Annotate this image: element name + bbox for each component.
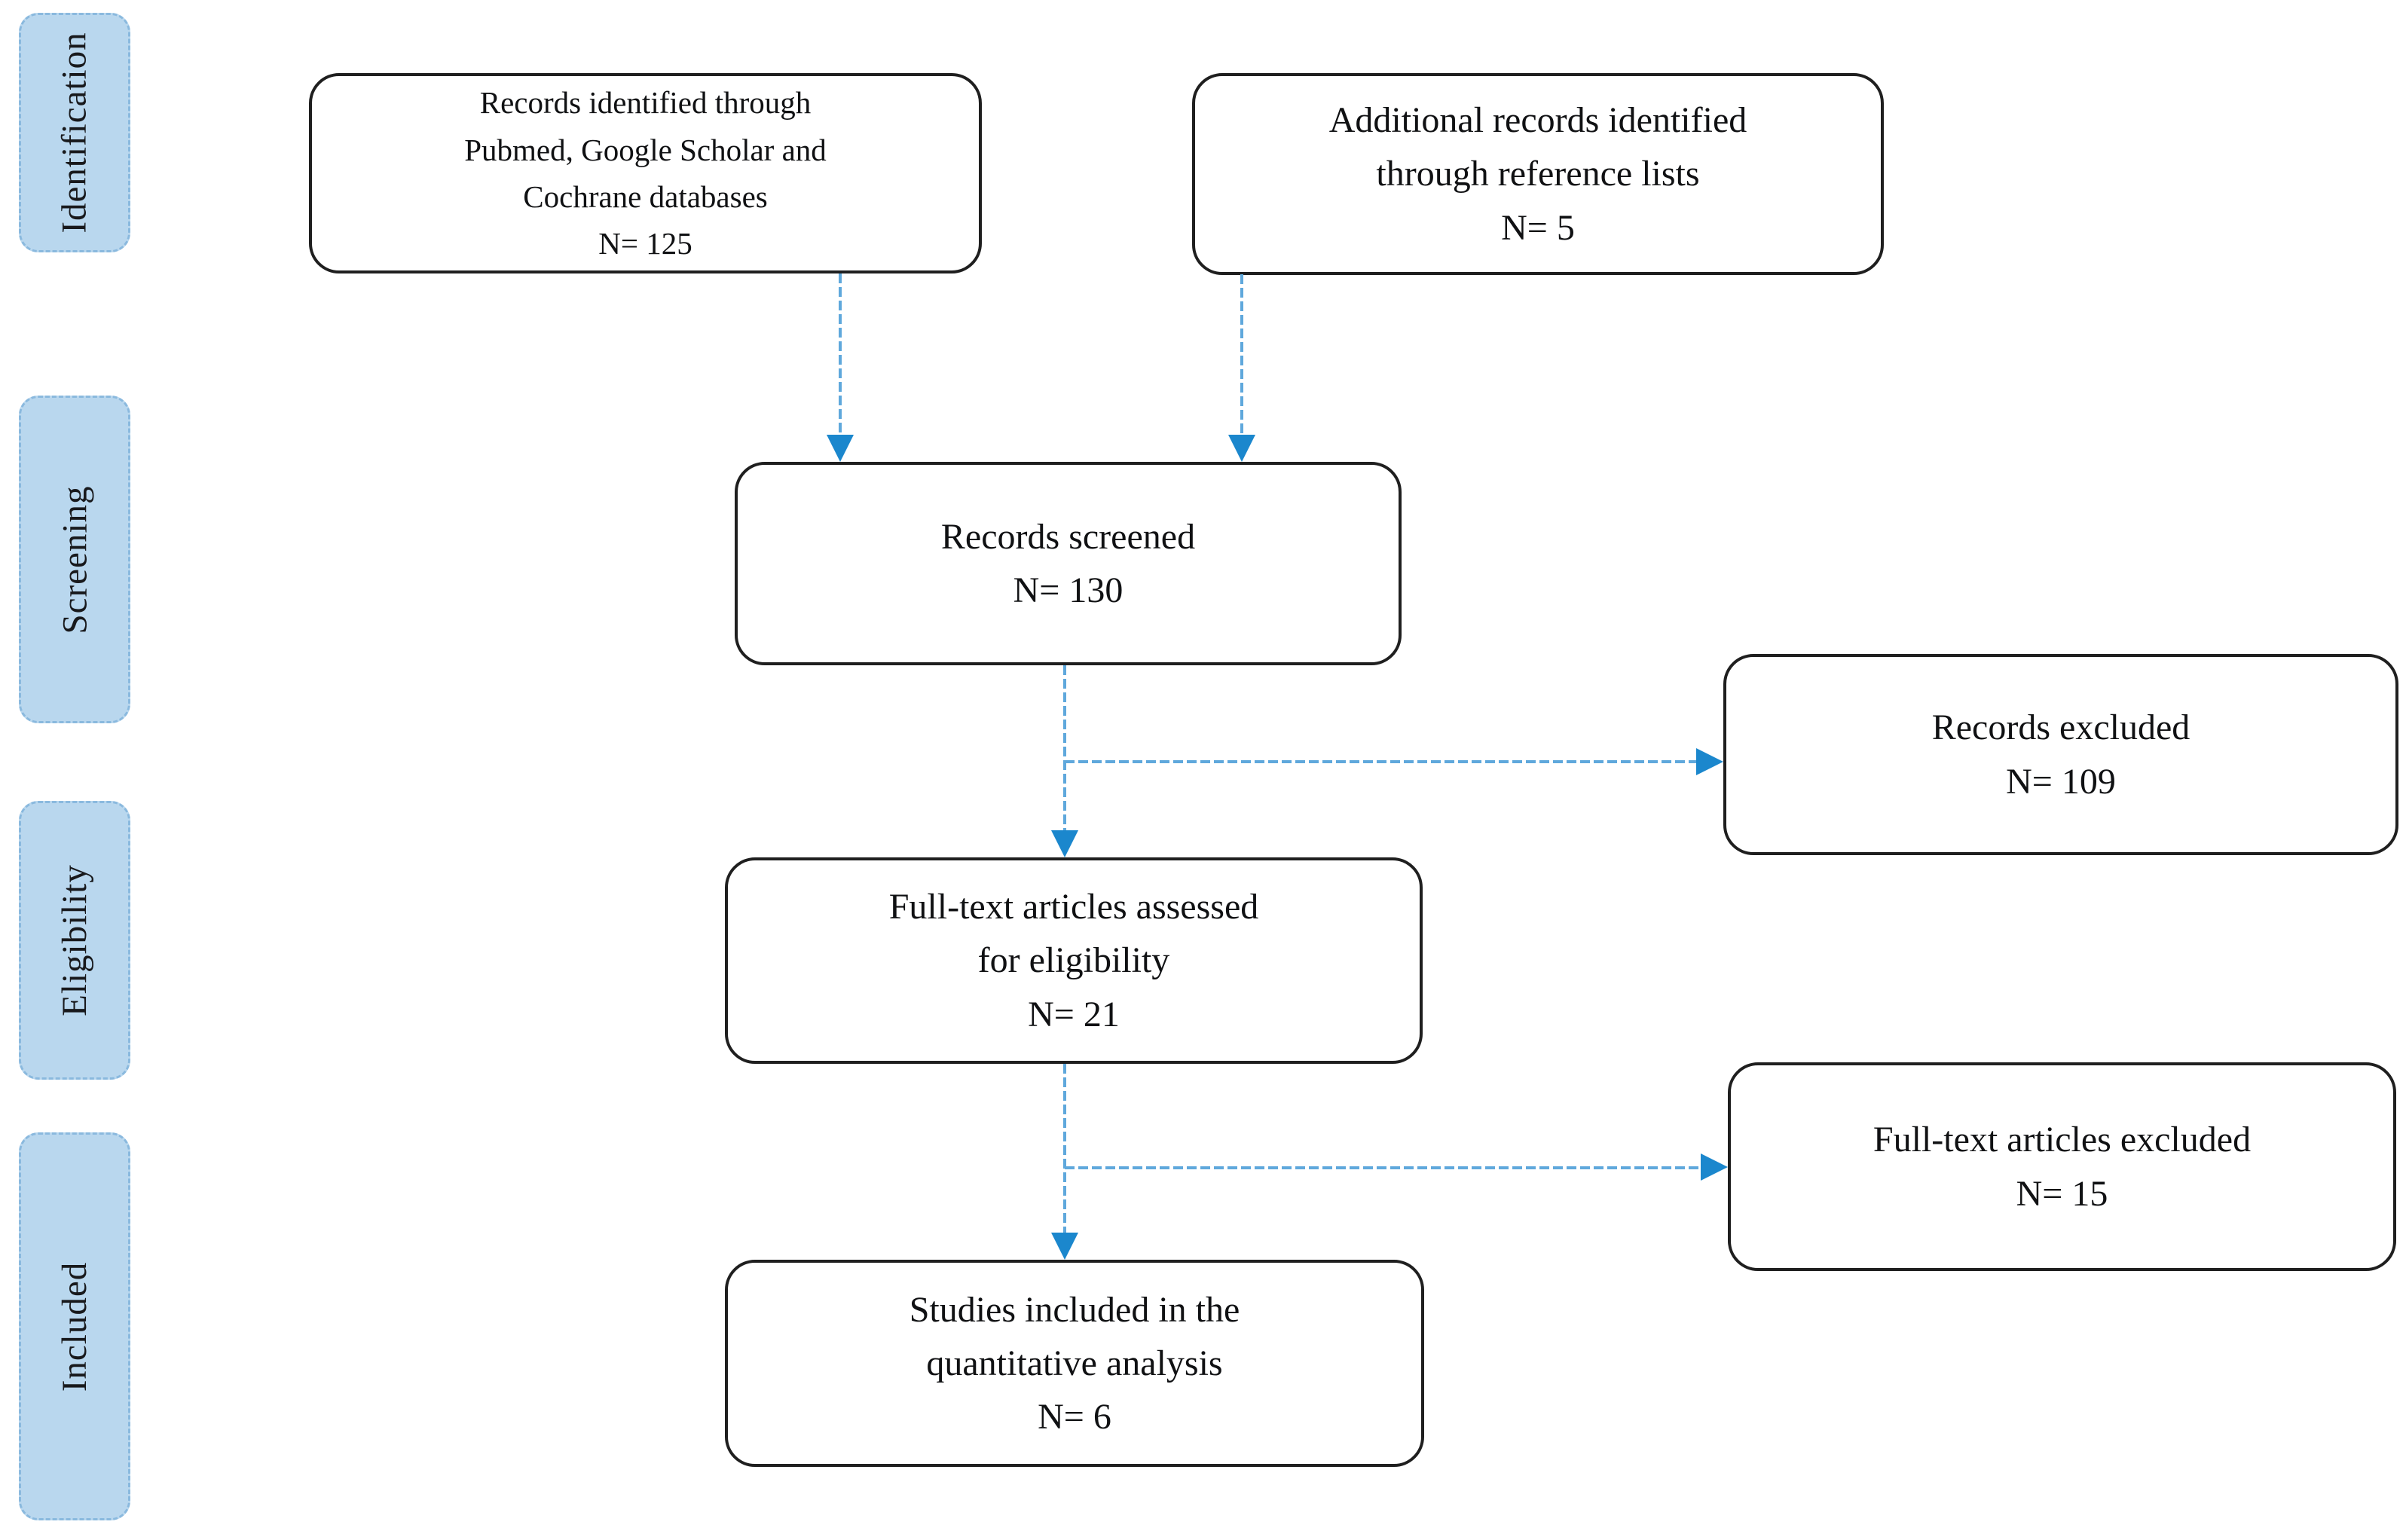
arrow-screened-to-assessed-line <box>1063 665 1066 830</box>
stage-label-text: Identification <box>55 32 94 234</box>
stage-label-eligibility: Eligibility <box>19 801 130 1080</box>
stage-label-screening: Screening <box>19 396 130 723</box>
flow-box-studies-included: Studies included in the quantitative ana… <box>725 1260 1424 1467</box>
arrow-additional-to-screened-head-icon <box>1228 435 1255 462</box>
stage-label-text: Eligibility <box>55 864 94 1016</box>
arrow-assessed-to-included-line <box>1063 1064 1066 1233</box>
arrow-screened-to-excluded-line <box>1065 760 1698 763</box>
flow-box-text: Additional records identified through re… <box>1328 100 1747 248</box>
arrow-identified-to-screened-head-icon <box>827 435 854 462</box>
flow-box-text: Records screened N= 130 <box>940 516 1196 610</box>
arrow-assessed-to-included-head-icon <box>1051 1233 1078 1260</box>
arrow-screened-to-assessed-head-icon <box>1051 830 1078 857</box>
flow-box-text: Records excluded N= 109 <box>1931 707 2190 802</box>
stage-label-text: Screening <box>55 485 94 634</box>
flow-box-text: Full-text articles assessed for eligibil… <box>888 887 1259 1034</box>
flow-box-text: Records identified through Pubmed, Googl… <box>464 85 827 261</box>
flow-box-fulltext-excluded: Full-text articles excluded N= 15 <box>1728 1062 2396 1271</box>
arrow-assessed-to-fulltext-excluded-head-icon <box>1701 1153 1728 1181</box>
flow-box-fulltext-assessed: Full-text articles assessed for eligibil… <box>725 857 1423 1064</box>
arrow-screened-to-excluded-head-icon <box>1696 748 1723 775</box>
flow-box-additional-records: Additional records identified through re… <box>1192 73 1884 275</box>
arrow-identified-to-screened-line <box>839 273 842 435</box>
flow-box-records-excluded: Records excluded N= 109 <box>1723 654 2398 855</box>
arrow-additional-to-screened-line <box>1240 274 1243 435</box>
stage-label-identification: Identification <box>19 13 130 252</box>
flow-box-records-screened: Records screened N= 130 <box>735 462 1402 665</box>
arrow-assessed-to-fulltext-excluded-line <box>1065 1166 1702 1169</box>
flow-box-records-identified: Records identified through Pubmed, Googl… <box>309 73 982 273</box>
stage-label-text: Included <box>55 1261 94 1392</box>
flow-box-text: Full-text articles excluded N= 15 <box>1873 1120 2252 1214</box>
flow-box-text: Studies included in the quantitative ana… <box>909 1289 1240 1438</box>
stage-label-included: Included <box>19 1132 130 1520</box>
